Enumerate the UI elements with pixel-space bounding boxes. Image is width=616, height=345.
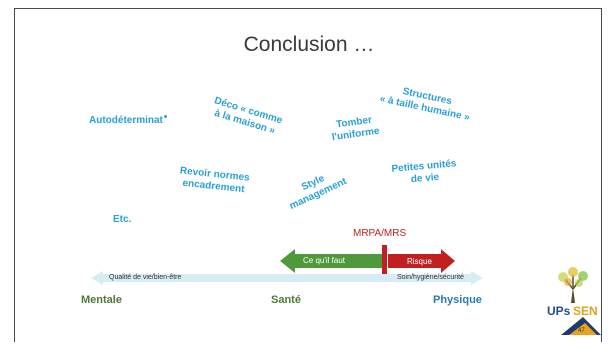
green-arrow-label: Ce qu'il faut [303,256,345,265]
green-arrow [280,249,383,273]
risk-title: MRPA/MRS [353,228,407,239]
svg-text:UPs: UPs [547,304,571,318]
axis-label-physique: Physique [433,294,482,306]
axis-label-sante: Santé [271,294,301,306]
svg-text:SEN: SEN [573,304,598,318]
axis-right-caption: Soin/hygiène/sécurité [397,274,464,281]
keyword-autodetermination: Autodéterminat [89,115,167,127]
keyword-etc: Etc. [113,214,132,225]
covid-label: Covid-19 [404,247,433,254]
axis-left-caption: Qualité de vie/bien-être [109,274,182,281]
separator-bar [382,245,387,279]
slide-title: Conclusion … [243,33,375,56]
slide: Conclusion … Autodéterminat Déco « comme… [14,8,602,342]
bullet-dot-icon [163,115,167,118]
axis-double-arrow [91,271,483,285]
page-number: 47 [578,328,585,334]
upsysen-logo-icon: UPs SEN [547,267,601,335]
arrows-graphic [91,245,483,285]
red-arrow-label: Risque [407,257,432,266]
red-arrow [388,249,455,273]
axis-label-mentale: Mentale [81,294,122,306]
